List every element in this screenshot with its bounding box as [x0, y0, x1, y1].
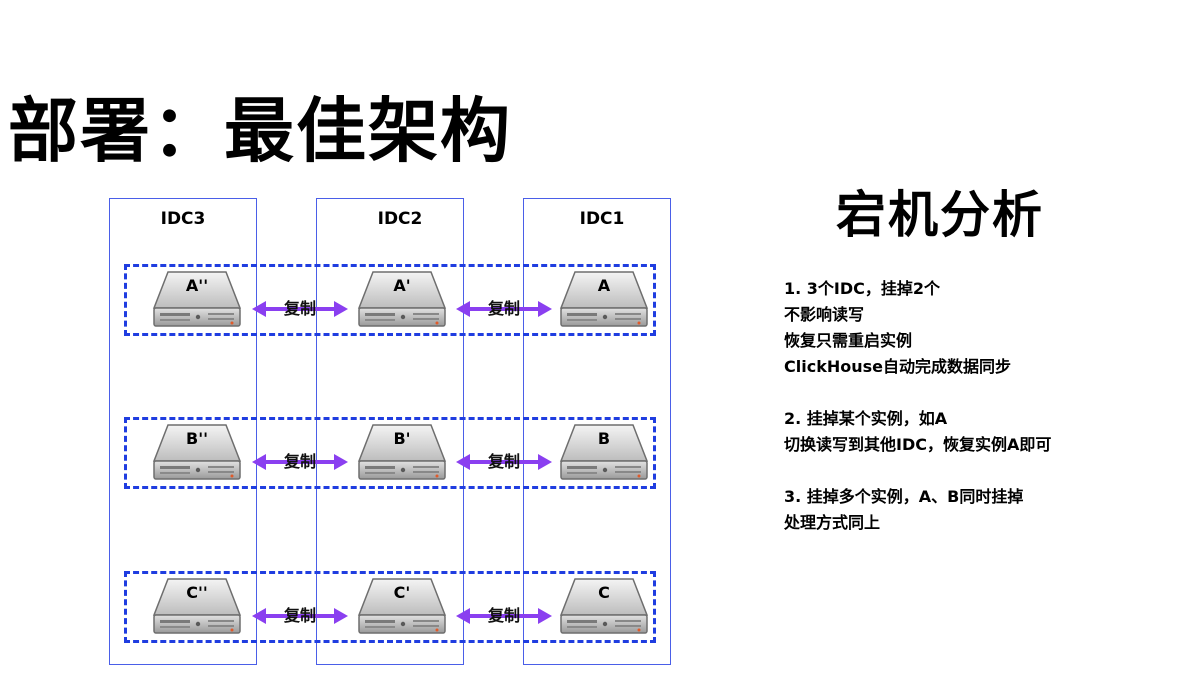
- replica-group-a: [124, 264, 656, 336]
- analysis-line: 1. 3个IDC，挂掉2个: [784, 279, 941, 298]
- server-label: C'': [186, 583, 208, 602]
- replication-arrow: 复制: [456, 452, 552, 472]
- analysis-line: ClickHouse自动完成数据同步: [784, 357, 1011, 376]
- replication-label: 复制: [487, 606, 520, 625]
- analysis-line: 切换读写到其他IDC，恢复实例A即可: [784, 435, 1052, 454]
- server-node: C'': [152, 577, 242, 637]
- replication-label: 复制: [283, 452, 316, 471]
- server-label: A: [597, 276, 611, 295]
- server-node: A'': [152, 270, 242, 330]
- replication-label: 复制: [487, 452, 520, 471]
- server-label: B: [597, 429, 611, 448]
- analysis-line: 2. 挂掉某个实例，如A: [784, 409, 948, 428]
- idc-label: IDC1: [579, 209, 625, 229]
- server-label: B'': [186, 429, 208, 448]
- replica-group-c: [124, 571, 656, 643]
- analysis-line: 处理方式同上: [784, 513, 881, 532]
- idc-label: IDC3: [160, 209, 206, 229]
- server-node: A': [357, 270, 447, 330]
- replication-arrow: 复制: [456, 299, 552, 319]
- server-label: B': [393, 429, 411, 448]
- server-node: A: [559, 270, 649, 330]
- analysis-line: 3. 挂掉多个实例，A、B同时挂掉: [784, 487, 1024, 506]
- analysis-line: 恢复只需重启实例: [784, 331, 913, 350]
- replication-label: 复制: [283, 299, 316, 318]
- replication-arrow: 复制: [252, 452, 348, 472]
- replication-arrow: 复制: [252, 299, 348, 319]
- server-node: B': [357, 423, 447, 483]
- server-label: C: [598, 583, 610, 602]
- idc-column-idc2: [316, 198, 464, 665]
- idc-label: IDC2: [377, 209, 423, 229]
- panel-title: 宕机分析: [836, 186, 1044, 244]
- server-label: A'': [185, 276, 209, 295]
- server-label: A': [393, 276, 411, 295]
- analysis-text: 1. 3个IDC，挂掉2个 不影响读写 恢复只需重启实例 ClickHouse自…: [784, 276, 1184, 536]
- idc-column-idc3: [109, 198, 257, 665]
- idc-column-idc1: [523, 198, 671, 665]
- replication-arrow: 复制: [252, 606, 348, 626]
- slide-title: 部署：最佳架构: [8, 90, 512, 172]
- server-node: C': [357, 577, 447, 637]
- replica-group-b: [124, 417, 656, 489]
- server-node: B'': [152, 423, 242, 483]
- replication-label: 复制: [283, 606, 316, 625]
- analysis-line: 不影响读写: [784, 305, 865, 324]
- server-label: C': [393, 583, 411, 602]
- server-node: B: [559, 423, 649, 483]
- replication-arrow: 复制: [456, 606, 552, 626]
- server-node: C: [559, 577, 649, 637]
- replication-label: 复制: [487, 299, 520, 318]
